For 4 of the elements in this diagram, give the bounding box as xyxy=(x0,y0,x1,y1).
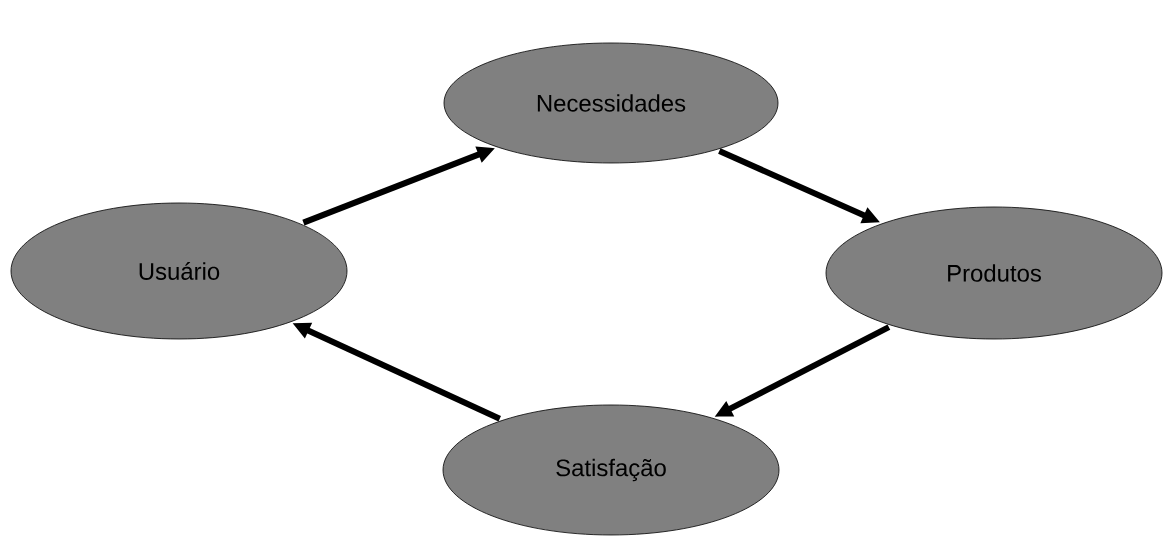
ellipse-node: Necessidades xyxy=(443,42,779,164)
ellipse-node: Produtos xyxy=(825,206,1163,340)
ellipse-node: Usuário xyxy=(10,202,348,340)
ellipse-node: Satisfação xyxy=(442,404,780,536)
